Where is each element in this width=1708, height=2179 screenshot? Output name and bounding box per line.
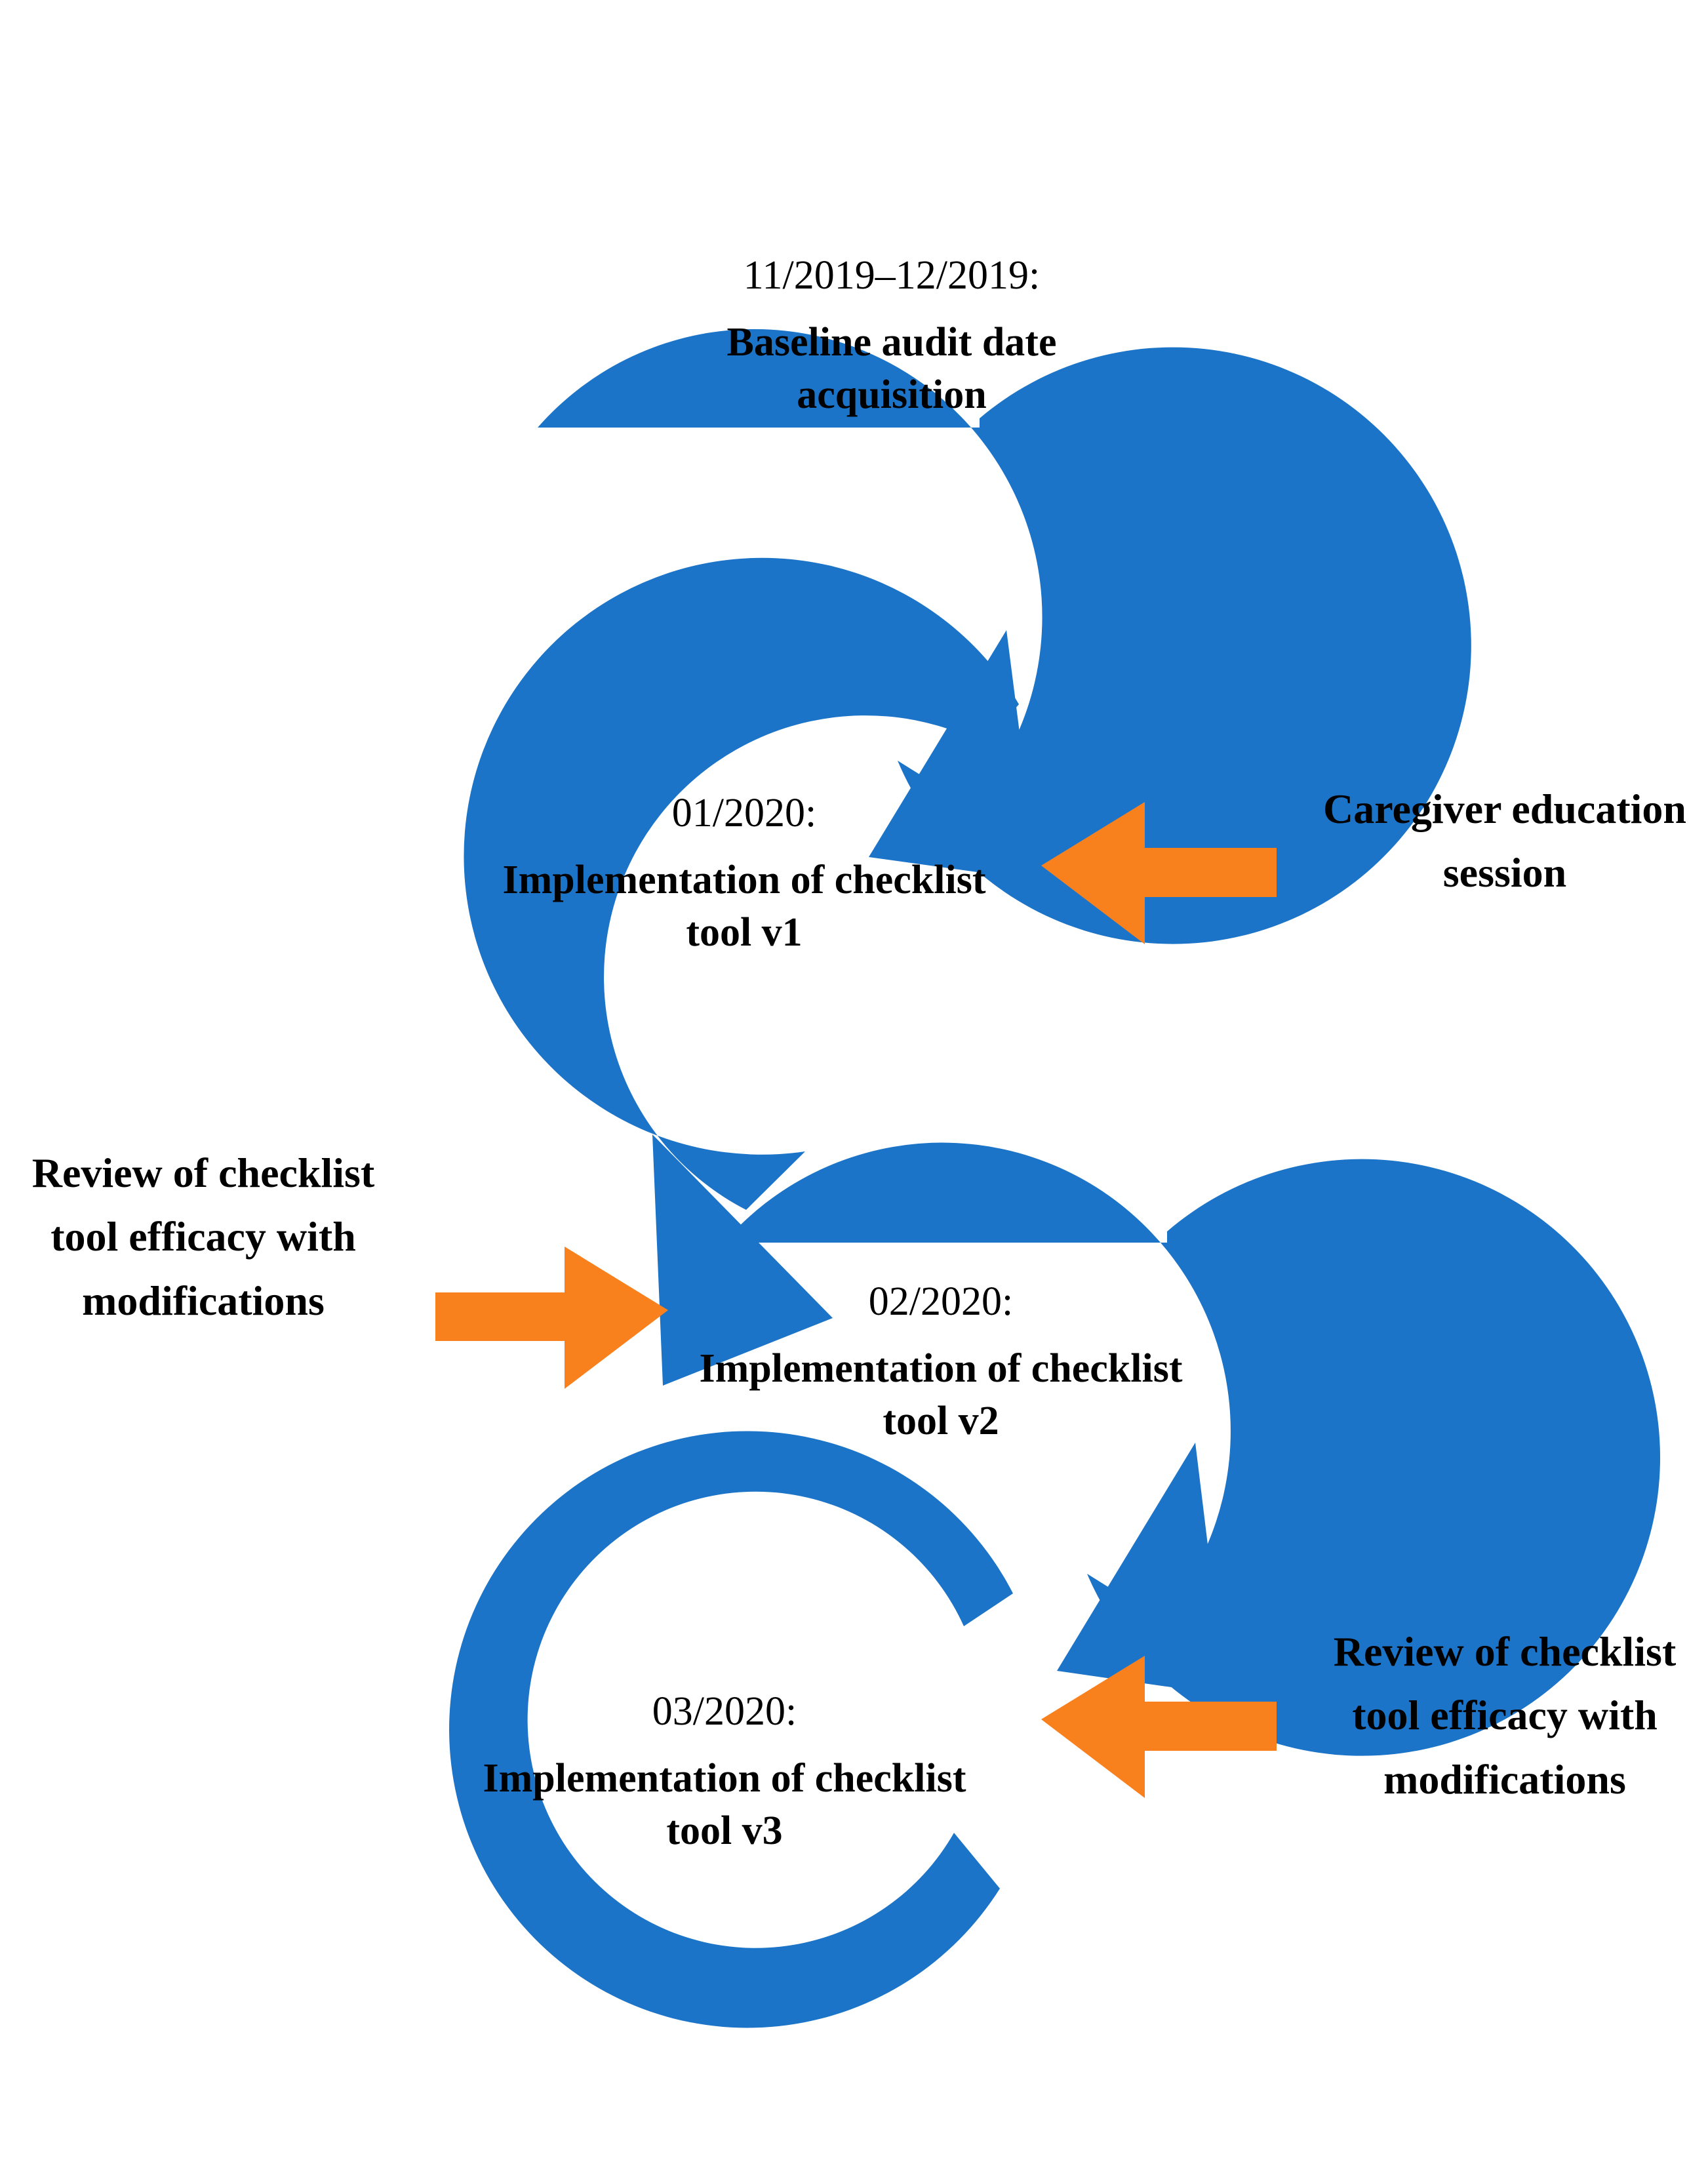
annotation-label-review-2: Review of checklist tool efficacy with m… <box>1333 1628 1677 1803</box>
cycle-ring-3-arc <box>724 1142 1661 1756</box>
left-arrow-icon <box>1041 802 1277 944</box>
stage-period: 03/2020: <box>652 1689 797 1734</box>
stage-label-v2: 02/2020: Implementation of checklist too… <box>682 1275 1200 1448</box>
stage-period: 01/2020: <box>671 791 817 835</box>
annotation-label-caregiver-education: Caregiver education session <box>1323 786 1686 896</box>
cycle-ring-3-arrowhead <box>1057 1443 1226 1695</box>
left-arrow-icon <box>1041 1656 1277 1798</box>
annotation-arrow-3 <box>1041 1656 1277 1798</box>
stage-label-baseline: 11/2019–12/2019: Baseline audit date acq… <box>629 249 1154 422</box>
cycle-ring-4-arc <box>449 1431 1013 2028</box>
stage-label-v1: 01/2020: Implementation of checklist too… <box>485 787 1003 959</box>
stage-label-v3: 03/2020: Implementation of checklist too… <box>466 1685 983 1858</box>
right-arrow-icon <box>435 1247 668 1389</box>
cycle-ring-2-arc <box>464 557 1019 1210</box>
cycle-ring-1-arc <box>538 329 1471 944</box>
cycle-ring-4 <box>449 1431 1013 2028</box>
annotation-arrow-1 <box>1041 802 1277 944</box>
stage-description: Implementation of checklist tool v2 <box>699 1346 1183 1444</box>
stage-period: 02/2020: <box>868 1279 1014 1324</box>
stage-description: Implementation of checklist tool v3 <box>483 1755 966 1854</box>
cycle-ring-3 <box>724 1142 1661 1756</box>
cycle-ring-2-arrowhead <box>652 1134 833 1386</box>
stage-description: Baseline audit date acquisition <box>726 319 1057 418</box>
stage-description: Implementation of checklist tool v1 <box>502 857 986 955</box>
cycle-ring-2 <box>464 557 1019 1386</box>
annotation-arrow-2 <box>435 1247 668 1389</box>
stage-period: 11/2019–12/2019: <box>743 253 1041 298</box>
annotation-label-review-1: Review of checklist tool efficacy with m… <box>31 1149 375 1324</box>
